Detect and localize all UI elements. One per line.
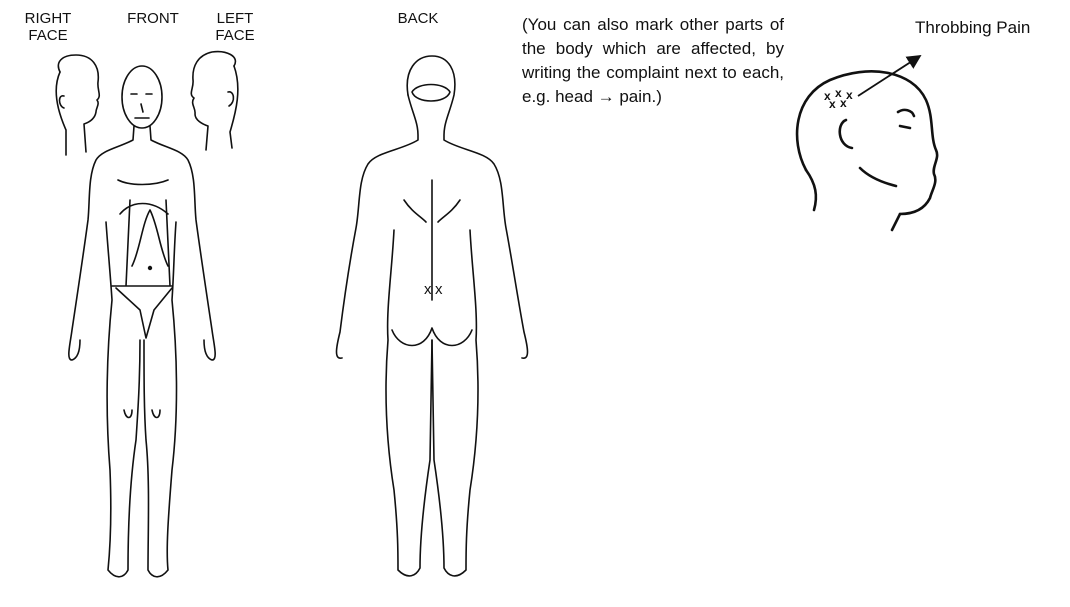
right-face-head-drawing — [56, 55, 99, 155]
example-mark-5: x — [840, 96, 847, 110]
back-pain-marks: x x — [424, 281, 443, 298]
back-mark-1: x — [424, 281, 432, 298]
back-body-drawing — [337, 56, 528, 576]
back-mark-2: x — [435, 281, 443, 298]
left-face-head-drawing — [191, 52, 238, 150]
annotation-arrow — [858, 56, 920, 96]
example-head-drawing — [797, 71, 937, 230]
example-mark-4: x — [829, 97, 836, 111]
front-body-drawing — [69, 66, 215, 577]
example-pain-marks: x x x x x — [824, 86, 853, 111]
example-mark-3: x — [846, 88, 853, 102]
